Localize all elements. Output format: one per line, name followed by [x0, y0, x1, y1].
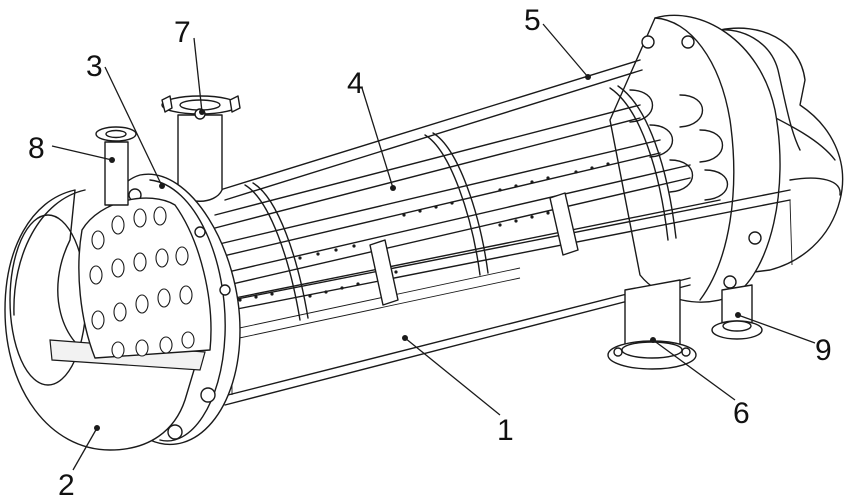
baffles [244, 85, 677, 321]
tube-sheet [78, 197, 212, 359]
tube-perforations [238, 162, 610, 302]
callout-4: 4 [347, 67, 364, 100]
callout-9: 9 [815, 334, 832, 367]
callout-7: 7 [174, 16, 191, 49]
callout-6: 6 [733, 397, 750, 430]
callout-2: 2 [58, 469, 75, 500]
callout-1: 1 [497, 414, 514, 447]
callout-5: 5 [524, 4, 541, 37]
nozzle-shell-outlet [607, 279, 697, 370]
rear-flange [609, 14, 781, 303]
leader-lines [51, 23, 816, 471]
leader-dots [94, 74, 741, 431]
callout-labels: 1 2 3 4 5 6 7 8 9 [28, 4, 832, 500]
callout-3: 3 [86, 50, 103, 83]
callout-8: 8 [28, 132, 45, 165]
nozzle-tube-outlet [711, 284, 763, 340]
